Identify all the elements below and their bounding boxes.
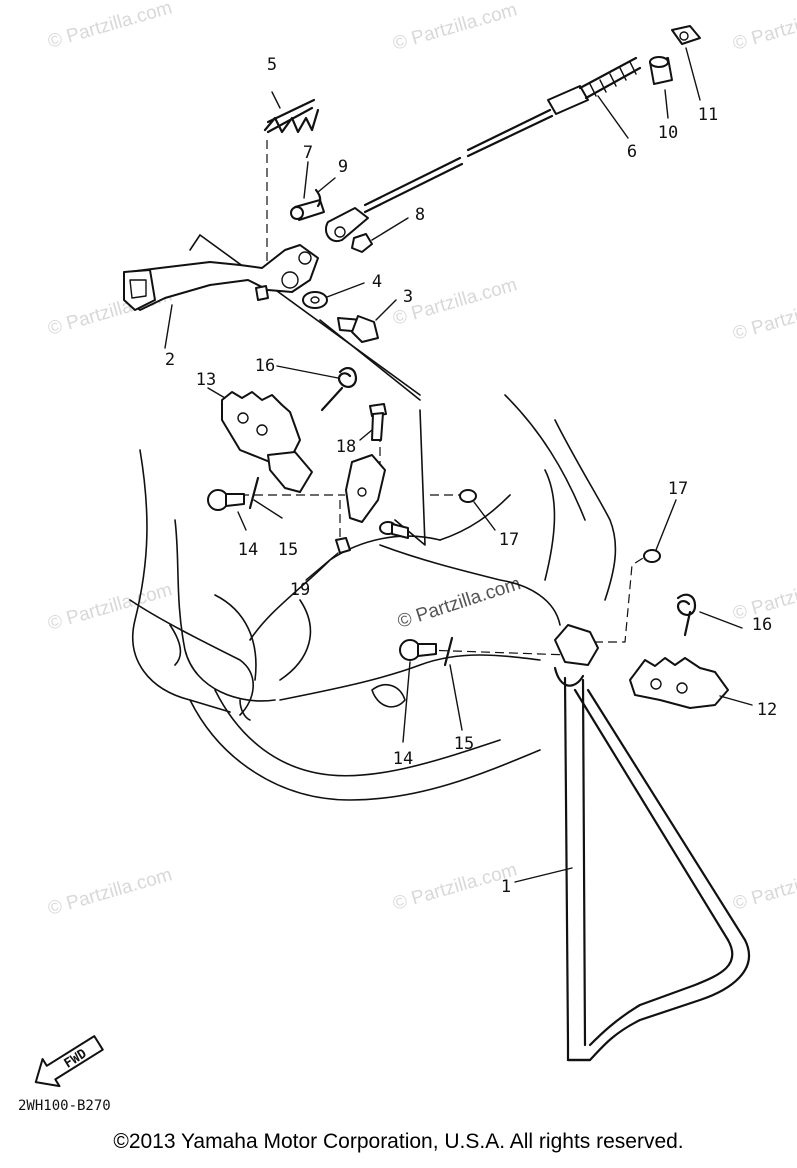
- footrest-bracket: [345, 454, 386, 523]
- part-3-bolt: [337, 315, 379, 343]
- watermark: © Partzilla.com: [46, 579, 175, 634]
- label-part-18: 18: [336, 437, 356, 457]
- label-part-8: 8: [415, 205, 425, 225]
- part-16-spring-upper: [320, 366, 358, 412]
- clevis-joint: [324, 207, 369, 243]
- label-part-11: 11: [698, 105, 718, 125]
- part-17-collar-lower: [643, 549, 661, 563]
- part-labels: 1 2 3 4 5 6 7 8 9 10 11 12 13 14 14 15 1…: [165, 55, 777, 897]
- part-10-pin: [649, 56, 673, 85]
- watermark: © Partzilla.com: [731, 289, 797, 344]
- part-19-nut: [335, 537, 351, 554]
- label-part-3: 3: [403, 287, 413, 307]
- label-part-2: 2: [165, 350, 175, 370]
- label-part-9: 9: [338, 157, 348, 177]
- part-1-stand: [553, 624, 751, 1062]
- watermark: © Partzilla.com: [731, 859, 797, 914]
- frame-outline: [129, 234, 617, 801]
- label-part-1: 1: [501, 877, 511, 897]
- part-4-washer: [302, 291, 328, 309]
- copyright-notice: ©2013 Yamaha Motor Corporation, U.S.A. A…: [113, 1130, 684, 1153]
- part-8-nut: [351, 233, 373, 253]
- part-9-clip: [314, 188, 322, 208]
- watermark-prominent: © Partzilla.com: [395, 573, 523, 633]
- watermark: © Partzilla.com: [46, 0, 175, 53]
- label-part-4: 4: [372, 272, 382, 292]
- label-part-16-upper: 16: [255, 356, 275, 376]
- label-part-15-upper: 15: [278, 540, 298, 560]
- label-part-16-lower: 16: [752, 615, 772, 635]
- label-part-17-lower: 17: [668, 479, 688, 499]
- watermark: © Partzilla.com: [46, 864, 175, 919]
- bracket-bushing: [379, 521, 409, 539]
- part-14-pin-lower: [399, 639, 437, 661]
- label-part-15-lower: 15: [454, 734, 474, 754]
- diagram-code: 2WH100-B270: [18, 1098, 111, 1114]
- part-14-pin-upper: [207, 489, 245, 511]
- fwd-arrow: FWD: [34, 1035, 104, 1088]
- watermark: © Partzilla.com: [731, 0, 797, 55]
- part-15-clip-lower: [443, 636, 454, 667]
- part-12-footrest: [629, 657, 729, 709]
- label-part-19: 19: [290, 580, 310, 600]
- part-17-collar-upper: [459, 489, 477, 503]
- part-5-spring: [263, 98, 320, 134]
- watermark: © Partzilla.com: [391, 0, 520, 55]
- label-part-12: 12: [757, 700, 777, 720]
- label-part-5: 5: [267, 55, 277, 75]
- label-part-7: 7: [303, 143, 313, 163]
- label-part-13: 13: [196, 370, 216, 390]
- label-part-14-upper: 14: [238, 540, 258, 560]
- label-part-14-lower: 14: [393, 749, 413, 769]
- label-part-17-upper: 17: [499, 530, 519, 550]
- part-16-spring-lower: [676, 593, 697, 637]
- part-15-clip-upper: [248, 476, 260, 510]
- label-part-6: 6: [627, 142, 637, 162]
- part-7-pin: [290, 199, 325, 221]
- leader-lines: [164, 47, 753, 883]
- label-part-10: 10: [658, 123, 678, 143]
- part-2-brake-pedal: [123, 244, 319, 311]
- part-6-brake-rod: [363, 56, 642, 214]
- part-18-bolt: [369, 403, 387, 441]
- part-13-footrest: [221, 391, 313, 493]
- part-11-cotter: [671, 25, 701, 45]
